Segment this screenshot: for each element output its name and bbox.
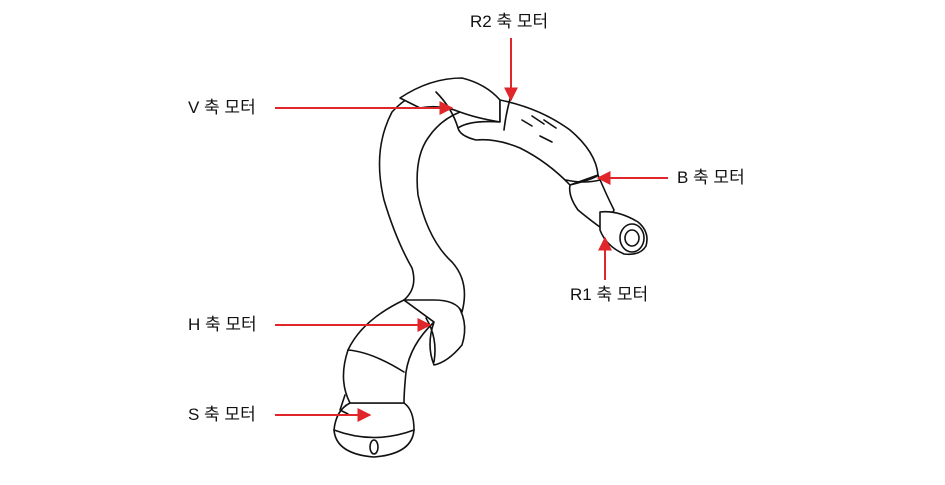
label-v-motor: V 축 모터 xyxy=(188,98,256,117)
lower-link xyxy=(378,87,466,313)
label-r1-motor: R1 축 모터 xyxy=(570,285,649,304)
base xyxy=(333,402,415,458)
upper-link xyxy=(457,99,599,186)
label-s-motor: S 축 모터 xyxy=(188,405,256,424)
callout-arrows xyxy=(275,38,668,422)
robot-arm xyxy=(333,77,648,458)
label-h-motor: H 축 모터 xyxy=(188,315,257,334)
label-r2-motor: R2 축 모터 xyxy=(470,12,549,31)
label-b-motor: B 축 모터 xyxy=(677,168,745,187)
